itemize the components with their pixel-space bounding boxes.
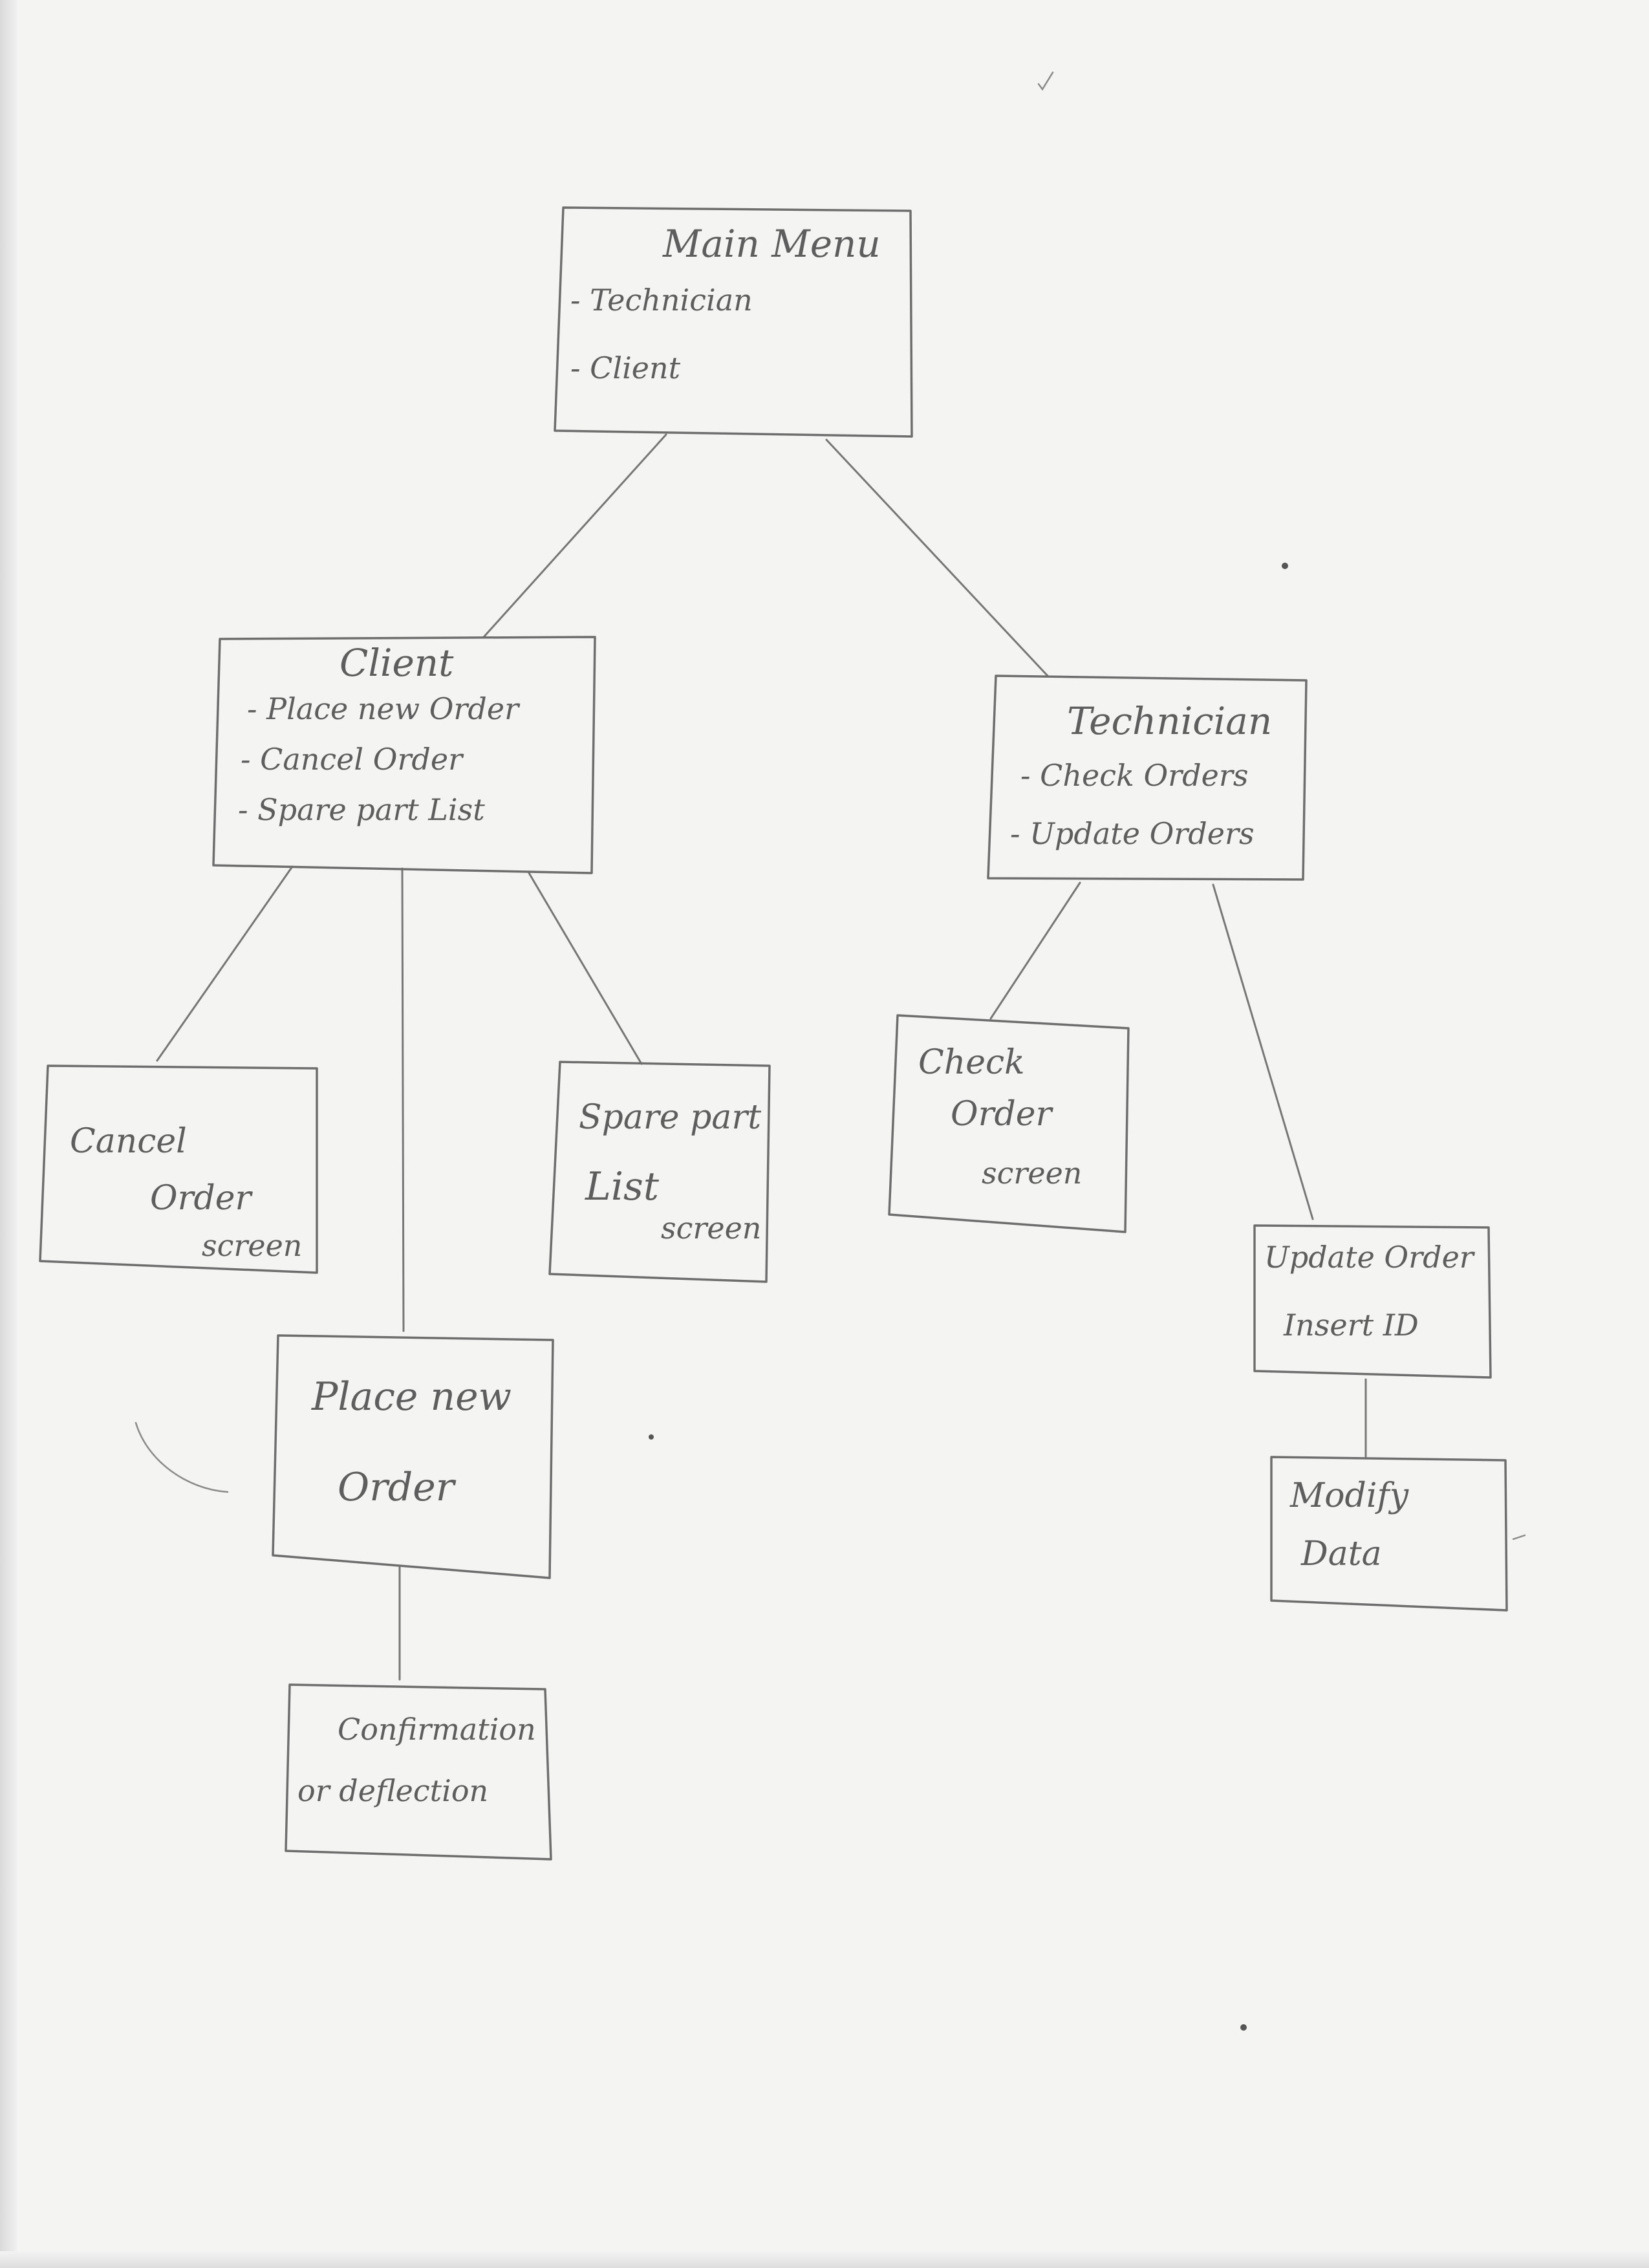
connectors [156,433,1367,1681]
technician-title: Technician [1067,699,1272,743]
cancel-order-line-3: screen [202,1228,302,1263]
client-item-place-new-order: - Place new Order [247,691,521,726]
scan-edge-shadow [0,0,17,2268]
connector-technician-to-update-order [1212,883,1314,1220]
stray-marks [135,71,1526,2031]
technician-item-check-orders: - Check Orders [1020,758,1248,793]
cancel-order-line-2: Order [150,1179,253,1218]
client-box [212,636,596,874]
confirmation-box [285,1683,552,1861]
stray-tick-mark [1512,1534,1526,1540]
spare-part-line-3: screen [661,1211,761,1246]
modify-data-line-2: Data [1300,1535,1382,1573]
stray-dot-3 [1282,563,1288,569]
stray-arc-mark [135,1421,229,1493]
technician-item-update-orders: - Update Orders [1010,816,1255,851]
modify-data-line-1: Modify [1289,1476,1409,1515]
update-order-box [1253,1224,1492,1379]
confirmation-line-2: or deflection [297,1773,488,1808]
main-menu-box [554,206,913,438]
connector-client-to-cancel-order [156,865,294,1062]
main-menu-title: Main Menu [662,222,881,266]
scan-bottom-shadow [0,2251,1649,2268]
update-order-line-2: Insert ID [1283,1308,1419,1343]
place-order-line-1: Place new [311,1374,512,1420]
cancel-order-line-1: Cancel [70,1122,187,1161]
modify-data-box [1270,1456,1508,1612]
stray-dot-1 [649,1434,654,1440]
main-menu-item-technician: - Technician [570,283,753,318]
connector-technician-to-check-order [989,881,1081,1020]
client-title: Client [339,641,454,685]
connector-client-to-place-order [401,867,405,1332]
update-order-line-1: Update Order [1264,1240,1476,1275]
cancel-order-box [39,1064,318,1274]
technician-box [987,675,1308,881]
spare-part-list-box [548,1061,771,1283]
check-order-line-3: screen [982,1156,1082,1191]
stray-dot-2 [1240,2024,1247,2031]
client-item-cancel-order: - Cancel Order [241,742,464,777]
connector-main-to-client [482,433,667,638]
place-new-order-box [272,1334,554,1579]
check-order-line-2: Order [951,1095,1054,1134]
spare-part-line-2: List [585,1164,660,1209]
boxes [39,206,1508,1861]
connector-main-to-technician [825,438,1049,677]
main-menu-item-client: - Client [570,351,681,385]
spare-part-line-1: Spare part [579,1098,761,1137]
texts: Main Menu - Technician - Client Client -… [70,222,1476,1808]
client-item-spare-part-list: - Spare part List [238,792,485,827]
check-order-box [888,1014,1130,1233]
connector-client-to-spare-part [528,872,643,1065]
stray-check-mark [1037,71,1054,91]
place-order-line-2: Order [338,1465,457,1510]
check-order-line-1: Check [918,1043,1025,1082]
confirmation-line-1: Confirmation [338,1712,536,1747]
